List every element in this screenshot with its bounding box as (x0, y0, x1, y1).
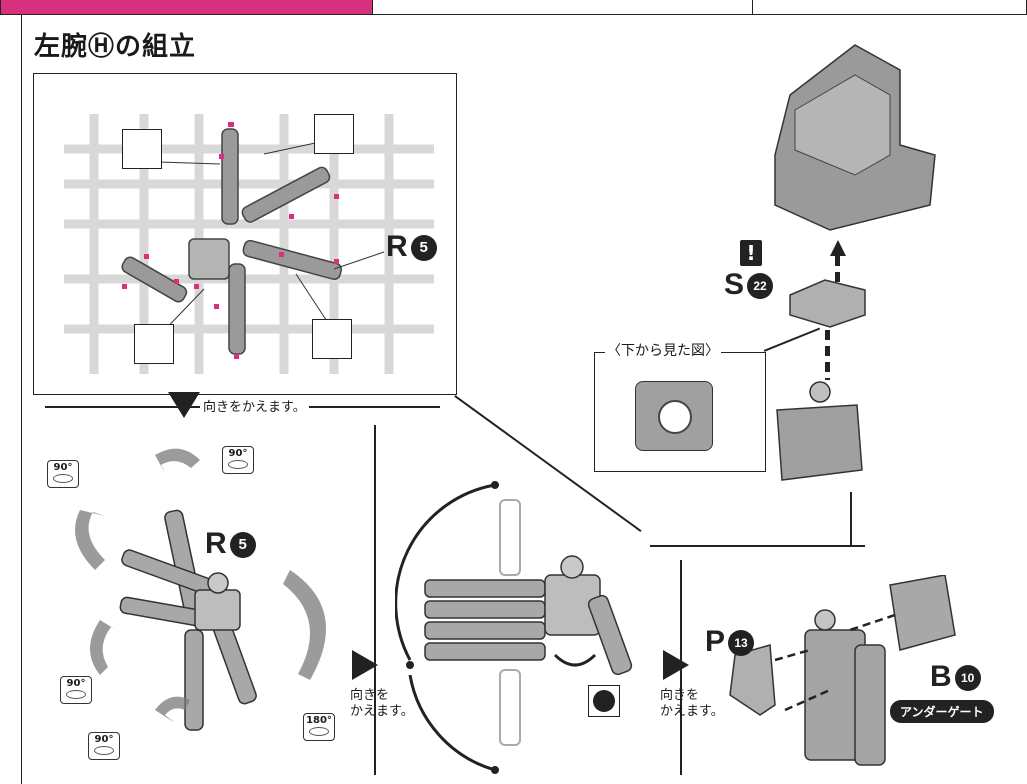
bottom-view-label: 〈下から見た図〉 (605, 343, 721, 359)
rotate-180-icon: 180° (303, 713, 335, 741)
down-arrow-icon (168, 392, 200, 418)
up-arrow-icon (830, 240, 846, 256)
leader-line (650, 545, 865, 547)
bottom-view-inset: 〈下から見た図〉 (594, 352, 766, 472)
rotate-90-icon: 90° (47, 460, 79, 488)
under-gate-badge: アンダーゲート (890, 700, 994, 723)
rotate-90-icon: 90° (222, 446, 254, 474)
nipper-icon (312, 319, 352, 359)
header-box-right (752, 0, 1027, 15)
next-step-arrow-icon (663, 650, 689, 680)
rotate-90-icon: 90° (60, 676, 92, 704)
grip-detail-icon (588, 685, 620, 717)
part-s22-illustration (785, 275, 875, 330)
hand-illustration (762, 380, 872, 490)
dashed-guide (825, 330, 830, 380)
warning-icon: ! (740, 240, 762, 266)
forearm-illustration (760, 35, 945, 235)
section-tab (0, 0, 374, 15)
part-underside (635, 381, 713, 451)
page-title: 左腕Ⓗの組立 (34, 26, 196, 63)
turn-around-label: 向きをかえます。 (200, 400, 309, 416)
next-step-arrow-icon (352, 650, 378, 680)
leader-line (850, 492, 852, 545)
rotate-90-icon: 90° (88, 732, 120, 760)
header-box-center (372, 0, 754, 15)
nipper-icon (314, 114, 354, 154)
nipper-icon (122, 129, 162, 169)
left-margin (0, 14, 22, 784)
divider (374, 425, 376, 775)
nipper-icon (134, 324, 174, 364)
